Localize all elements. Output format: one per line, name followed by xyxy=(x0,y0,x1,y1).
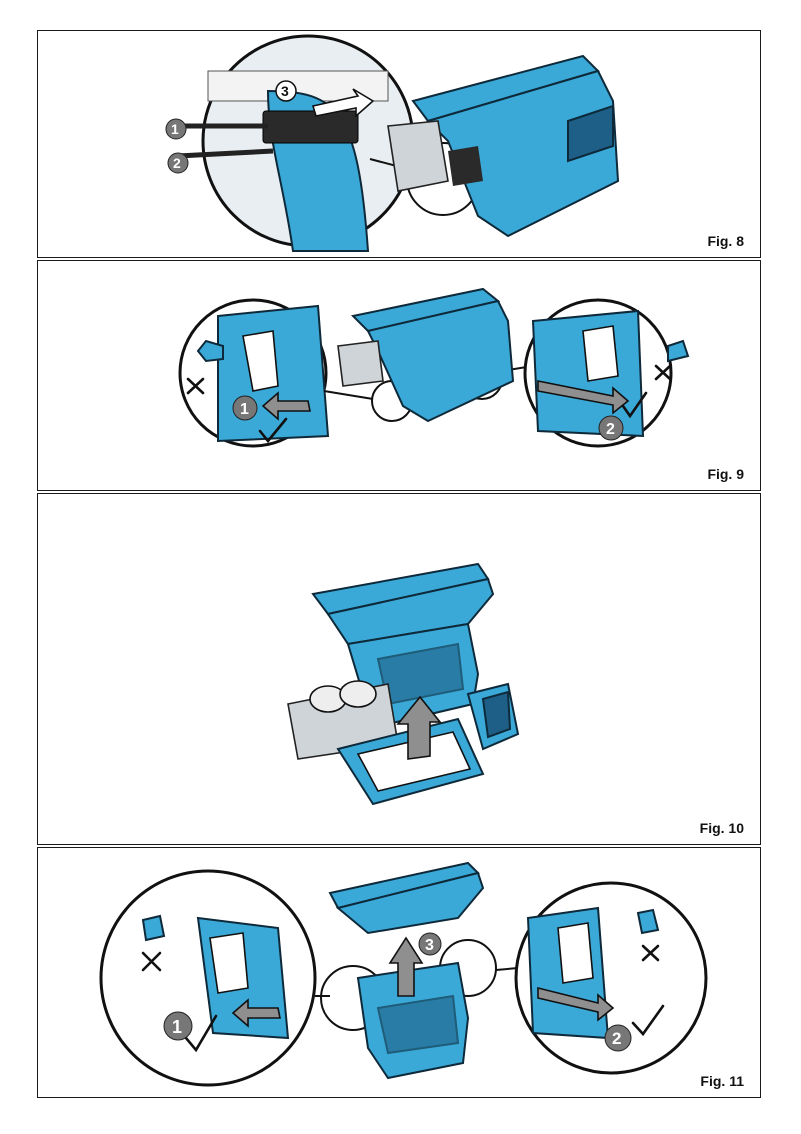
step-badge-2: 2 xyxy=(167,152,189,174)
step-badge-1-label: 1 xyxy=(172,1017,182,1037)
step-badge-2-label: 2 xyxy=(173,155,181,171)
figure-9-panel: 1 2 Fig. 9 xyxy=(37,260,761,491)
step-badge-1-label: 1 xyxy=(240,401,249,418)
figure-11-illustration: 1 3 2 xyxy=(99,861,708,1087)
step-badge-1: 1 xyxy=(165,118,187,140)
step-badge-3-label: 3 xyxy=(281,83,289,99)
step-badge-2-label: 2 xyxy=(612,1029,621,1048)
step-badge-1: 1 xyxy=(163,1011,193,1041)
wrong-mark-icon xyxy=(186,377,205,395)
figure-8-illustration: 1 2 3 xyxy=(165,34,620,252)
check-mark-icon-2 xyxy=(631,1004,665,1037)
figure-8-panel: 1 2 3 Fig. 8 xyxy=(37,30,761,258)
figure-9-label: Fig. 9 xyxy=(707,466,744,482)
step-badge-1: 1 xyxy=(232,395,258,421)
step-badge-1-label: 1 xyxy=(171,121,179,137)
step-badge-3: 3 xyxy=(275,80,297,102)
step-badge-3: 3 xyxy=(418,932,442,956)
check-mark-icon xyxy=(184,1014,218,1053)
wrong-mark-icon xyxy=(141,951,162,972)
wrong-mark-icon-2 xyxy=(654,364,672,381)
wrong-mark-icon-2 xyxy=(641,944,660,962)
figure-8-label: Fig. 8 xyxy=(707,233,744,249)
figure-9-illustration: 1 2 xyxy=(178,287,690,448)
figure-11-panel: 1 3 2 Fig. 11 xyxy=(37,847,761,1098)
step-badge-3-label: 3 xyxy=(425,937,434,954)
step-badge-2: 2 xyxy=(604,1024,632,1052)
check-mark-icon-2 xyxy=(621,391,648,419)
figure-10-label: Fig. 10 xyxy=(699,820,744,836)
step-badge-2: 2 xyxy=(598,415,624,441)
check-mark-icon xyxy=(258,417,288,444)
figure-10-panel: Fig. 10 xyxy=(37,493,761,845)
figure-10-illustration xyxy=(287,562,520,806)
step-badge-2-label: 2 xyxy=(606,421,615,438)
figure-11-label: Fig. 11 xyxy=(700,1073,744,1089)
